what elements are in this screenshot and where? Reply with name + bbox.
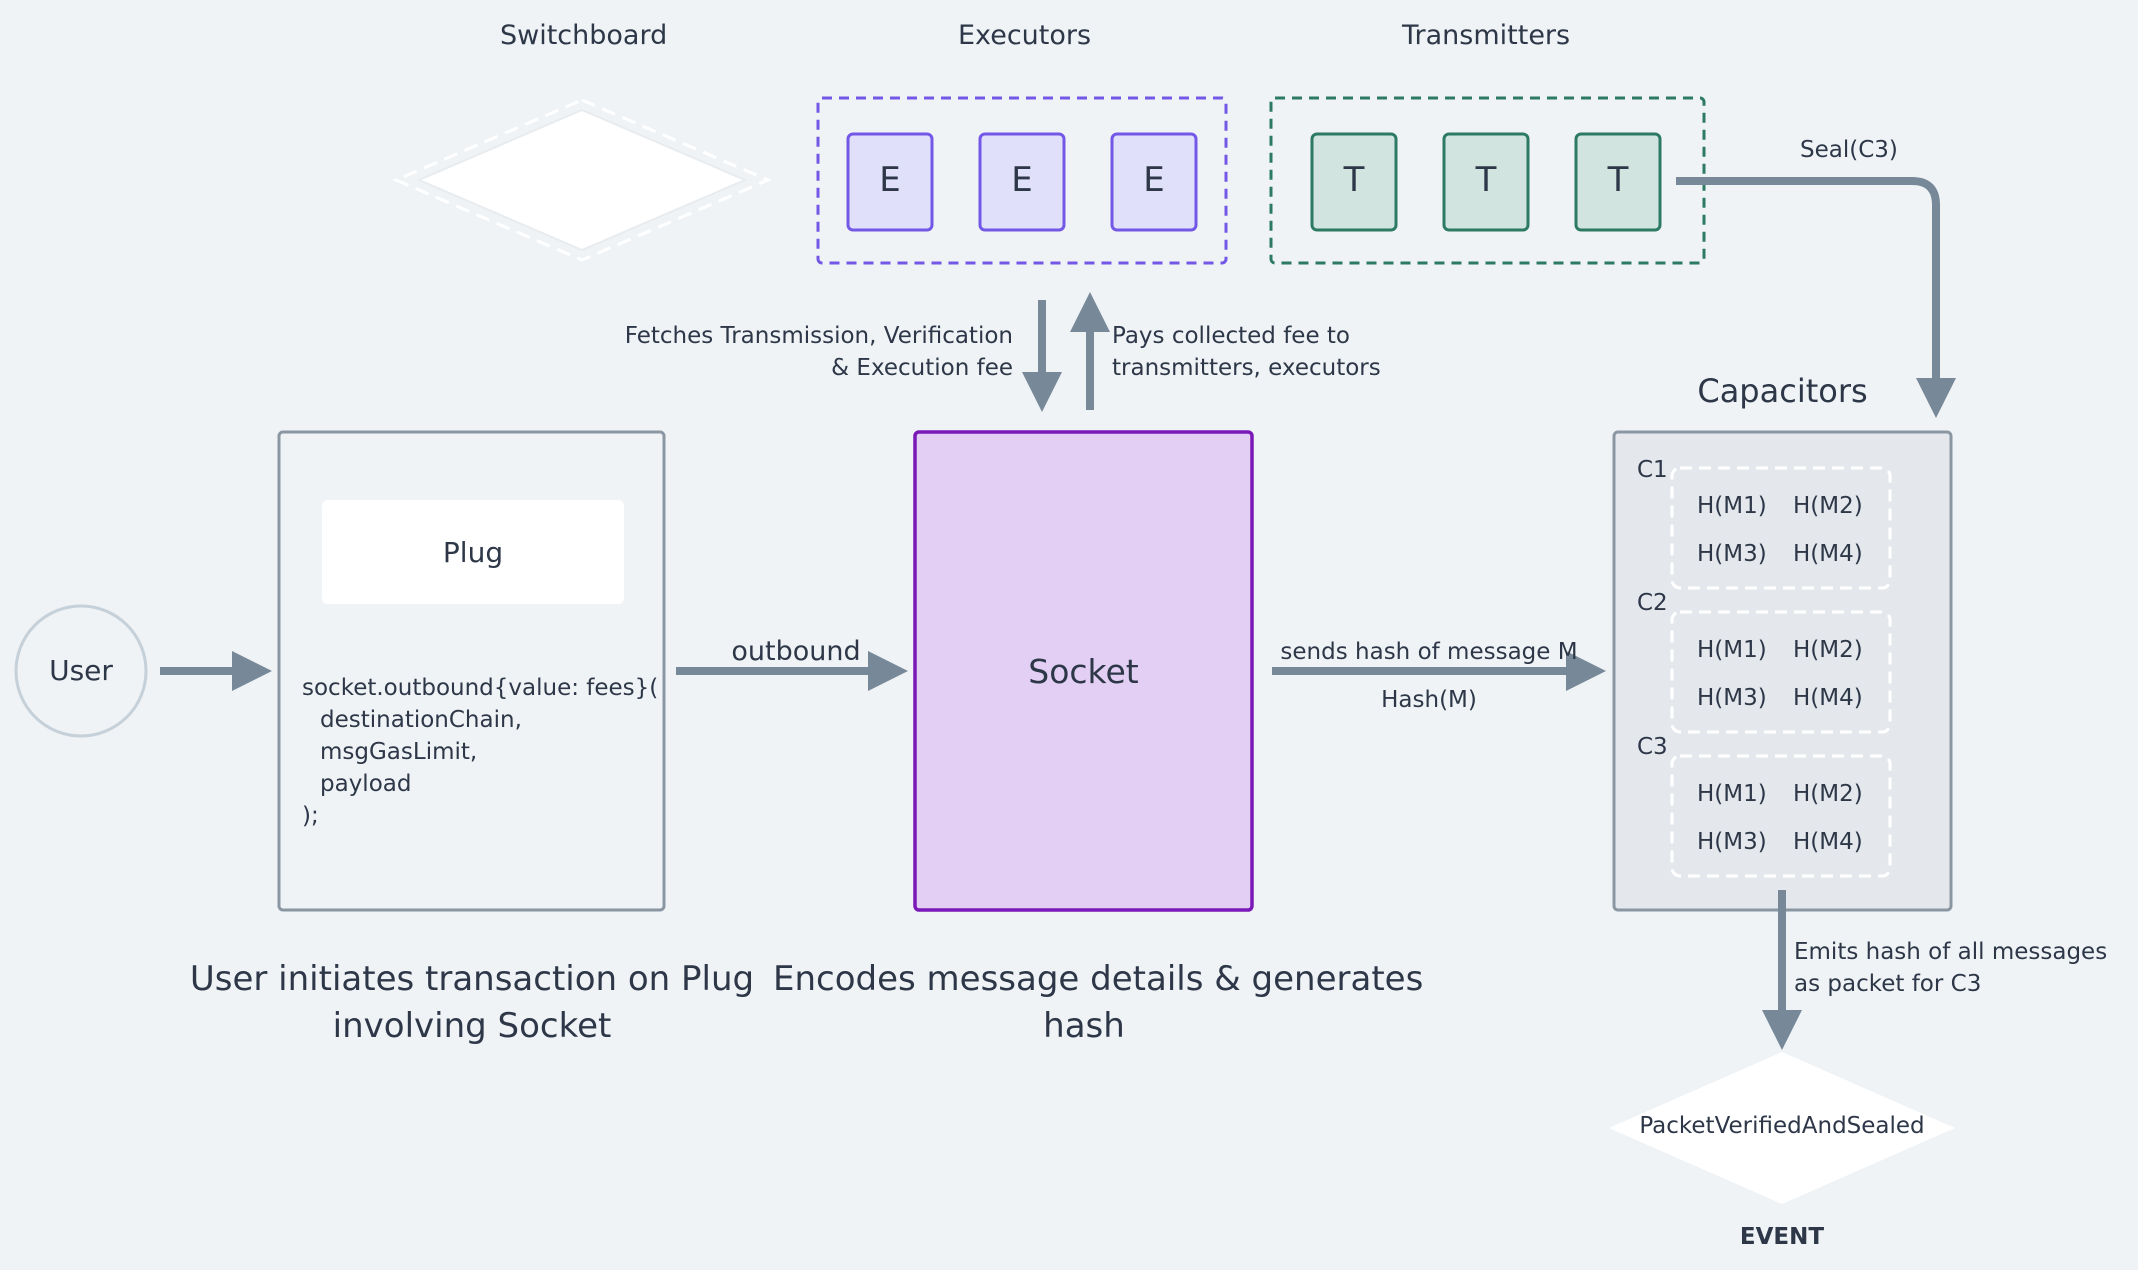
transmitter-label: T	[1607, 160, 1629, 200]
transmitter-box	[1574, 132, 1662, 232]
socket-box	[913, 430, 1254, 912]
transmitters-header: Transmitters	[1402, 20, 1571, 51]
capacitors-panel	[1612, 430, 1953, 912]
event-caption: EVENT	[1739, 1224, 1825, 1250]
seal-label: Seal(C3)	[1800, 137, 1898, 163]
plug-code-line: socket.outbound{value: fees}(	[302, 675, 659, 701]
transmitter-label: T	[1475, 160, 1497, 200]
executors-header: Executors	[958, 20, 1092, 51]
hash-label: Hash(M)	[1381, 687, 1477, 713]
emits-label-line1: Emits hash of all messages	[1794, 939, 2108, 965]
pay-fee-label-line2: transmitters, executors	[1112, 355, 1381, 381]
executor-label: E	[1011, 160, 1033, 200]
plug-code-line: );	[302, 803, 319, 829]
sends-hash-label: sends hash of message M	[1280, 639, 1578, 665]
hash-entry: H(M4)	[1793, 685, 1863, 711]
capacitor-name: C3	[1637, 734, 1668, 760]
hash-entry: H(M3)	[1697, 541, 1767, 567]
executor-box	[978, 132, 1066, 232]
executor-label: E	[879, 160, 901, 200]
transmitter-box	[1310, 132, 1398, 232]
encodes-caption-line1: Encodes message details & generates	[773, 959, 1424, 999]
outbound-label: outbound	[731, 636, 861, 667]
capacitor-group-box	[1670, 610, 1892, 734]
hash-entry: H(M1)	[1697, 781, 1767, 807]
hash-entry: H(M4)	[1793, 541, 1863, 567]
hash-entry: H(M3)	[1697, 829, 1767, 855]
transmitters-group	[1269, 96, 1706, 265]
hash-entry: H(M3)	[1697, 685, 1767, 711]
transmitter-label: T	[1343, 160, 1365, 200]
fetch-fee-label-line2: & Execution fee	[831, 355, 1013, 381]
capacitor-group-box	[1670, 466, 1892, 590]
executor-label: E	[1143, 160, 1165, 200]
executor-box	[1110, 132, 1198, 232]
switchboard-node	[392, 98, 772, 262]
plug-code-line: destinationChain,	[320, 707, 522, 733]
hash-entry: H(M1)	[1697, 493, 1767, 519]
socket-label: Socket	[1028, 652, 1139, 691]
user-node	[14, 604, 148, 738]
encodes-caption-line2: hash	[1043, 1006, 1125, 1046]
hash-entry: H(M4)	[1793, 829, 1863, 855]
emits-label-line2: as packet for C3	[1794, 971, 1982, 997]
switchboard-header: Switchboard	[500, 20, 668, 51]
plug-box	[322, 500, 624, 604]
plug-code-line: msgGasLimit,	[320, 739, 478, 765]
user-initiates-caption-line2: involving Socket	[332, 1006, 612, 1046]
fetch-fee-label-line1: Fetches Transmission, Verification	[624, 323, 1013, 349]
plug-panel	[277, 430, 666, 912]
plug-title: Plug	[442, 536, 504, 569]
plug-code-line: payload	[320, 771, 412, 797]
capacitor-name: C1	[1637, 457, 1668, 483]
executors-group	[816, 96, 1228, 265]
pay-fee-label-line1: Pays collected fee to	[1112, 323, 1351, 349]
event-node-label: PacketVerifiedAndSealed	[1639, 1113, 1925, 1139]
capacitor-name: C2	[1637, 590, 1668, 616]
user-initiates-caption-line1: User initiates transaction on Plug	[189, 959, 755, 999]
executor-box	[846, 132, 934, 232]
user-label: User	[49, 654, 113, 687]
hash-entry: H(M2)	[1793, 493, 1863, 519]
seal-arrow	[1676, 177, 1956, 418]
hash-entry: H(M2)	[1793, 637, 1863, 663]
hash-entry: H(M1)	[1697, 637, 1767, 663]
capacitor-group-box	[1670, 754, 1892, 878]
hash-entry: H(M2)	[1793, 781, 1863, 807]
event-node	[1609, 1052, 1955, 1204]
capacitors-header: Capacitors	[1697, 372, 1868, 410]
transmitter-box	[1442, 132, 1530, 232]
